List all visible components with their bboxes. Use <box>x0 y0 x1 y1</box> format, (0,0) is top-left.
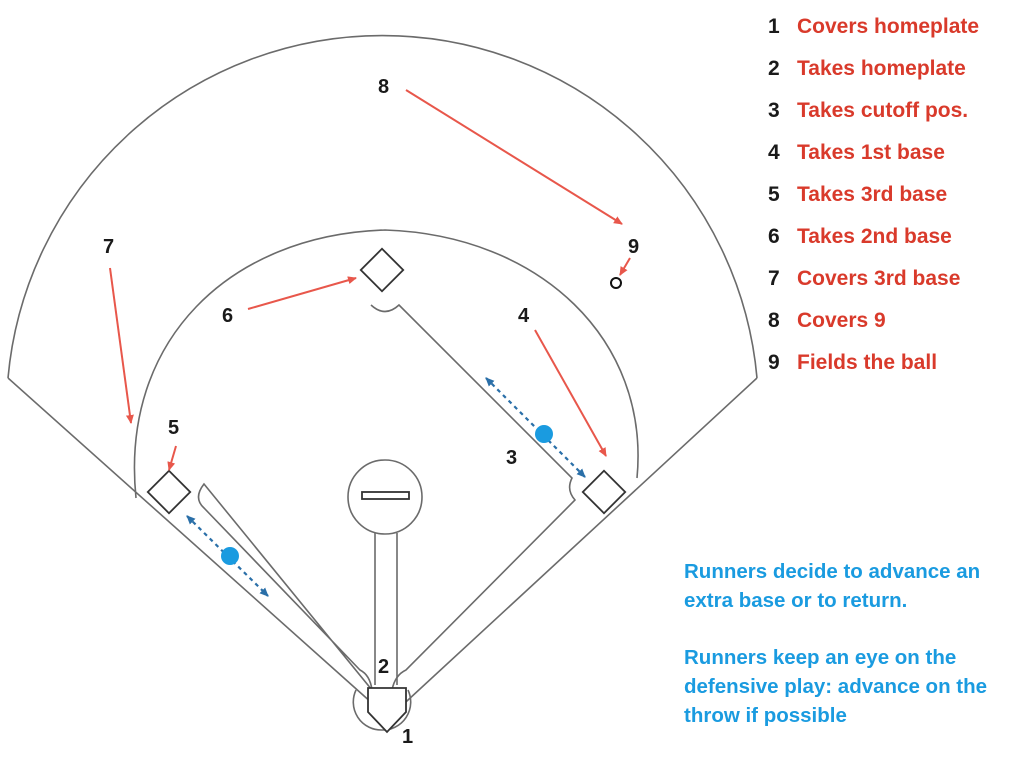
legend-row: 6 Takes 2nd base <box>768 225 952 248</box>
player-label-1: 1 <box>402 726 413 748</box>
legend: 1 Covers homeplate 2 Takes homeplate 3 T… <box>768 15 979 374</box>
player-label-6: 6 <box>222 305 233 327</box>
legend-num: 5 <box>768 183 780 206</box>
note-runners-decide: Runners decide to advance an extra base … <box>684 560 981 612</box>
player-label-3: 3 <box>506 447 517 469</box>
legend-row: 7 Covers 3rd base <box>768 267 960 290</box>
legend-text: Takes 2nd base <box>797 225 952 248</box>
legend-text: Covers homeplate <box>797 15 979 38</box>
second-base <box>359 247 405 293</box>
legend-num: 3 <box>768 99 780 122</box>
player-label-8: 8 <box>378 76 389 98</box>
runner-first <box>535 425 553 443</box>
legend-num: 8 <box>768 309 780 332</box>
arrow-player-7 <box>109 267 134 424</box>
legend-num: 4 <box>768 141 780 164</box>
arrow-player-6 <box>247 276 357 310</box>
player-label-5: 5 <box>168 417 179 439</box>
third-base <box>146 469 192 515</box>
home-plate <box>367 687 407 734</box>
player-label-9: 9 <box>628 236 639 258</box>
arrow-player-9 <box>619 257 631 276</box>
legend-num: 1 <box>768 15 780 38</box>
outfield-fence <box>7 34 758 379</box>
legend-row: 4 Takes 1st base <box>768 141 945 164</box>
note-runners-watch: Runners keep an eye on the defensive pla… <box>684 646 988 727</box>
pitchers-rubber <box>361 491 410 500</box>
legend-row: 3 Takes cutoff pos. <box>768 99 968 122</box>
legend-num: 6 <box>768 225 780 248</box>
legend-num: 7 <box>768 267 780 290</box>
legend-num: 2 <box>768 57 780 80</box>
legend-row: 8 Covers 9 <box>768 309 886 332</box>
legend-text: Takes 3rd base <box>797 183 947 206</box>
foul-line-right <box>394 377 758 713</box>
first-base <box>581 469 627 515</box>
legend-row: 1 Covers homeplate <box>768 15 979 38</box>
pitchers-mound <box>347 459 423 535</box>
arrow-player-8 <box>405 89 623 225</box>
player-label-7: 7 <box>103 236 114 258</box>
legend-text: Takes homeplate <box>797 57 966 80</box>
infield-arc <box>133 229 639 499</box>
legend-text: Covers 9 <box>797 309 886 332</box>
foul-line-left <box>7 377 383 713</box>
infield-grass-edge <box>197 303 577 693</box>
legend-num: 9 <box>768 351 780 374</box>
legend-row: 2 Takes homeplate <box>768 57 966 80</box>
runner-third <box>221 547 239 565</box>
player-label-2: 2 <box>378 656 389 678</box>
player-label-4: 4 <box>518 305 530 327</box>
legend-row: 9 Fields the ball <box>768 351 937 374</box>
legend-text: Fields the ball <box>797 351 937 374</box>
legend-text: Takes 1st base <box>797 141 945 164</box>
arrow-player-5 <box>167 445 177 471</box>
legend-row: 5 Takes 3rd base <box>768 183 947 206</box>
ball-icon <box>610 277 622 289</box>
legend-text: Takes cutoff pos. <box>797 99 968 122</box>
legend-text: Covers 3rd base <box>797 267 960 290</box>
